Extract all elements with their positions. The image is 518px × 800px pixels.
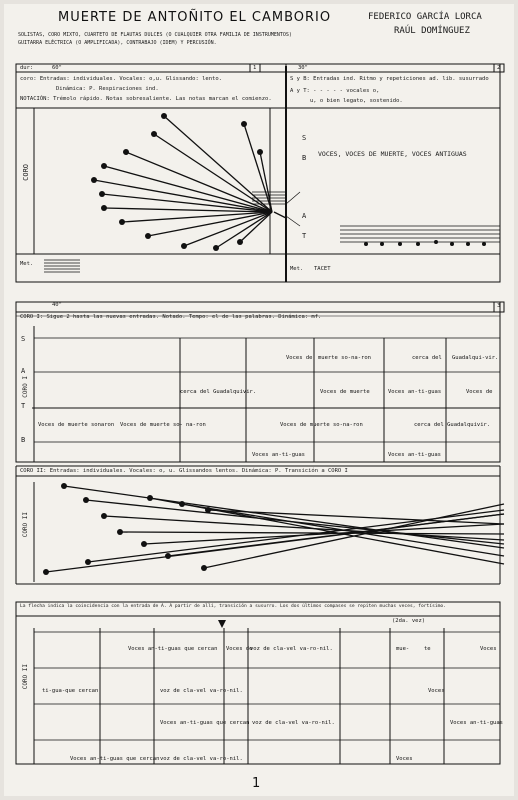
met-left: Met.	[20, 261, 34, 267]
lyric-2-3: cerca del Guadalquivir.	[180, 389, 257, 395]
lyric-2-4: Voces de	[286, 355, 313, 361]
sys4-instruction: La flecha indica la coincidencia con la …	[20, 604, 446, 609]
sys1-left-line3: NOTACIÓN: Trémolo rápido. Notas sobresal…	[20, 96, 272, 102]
dur-left: 60"	[52, 65, 62, 71]
sys3-instruction: CORO II: Entradas: individuales. Vocales…	[20, 468, 348, 474]
poet-name: FEDERICO GARCÍA LORCA	[368, 12, 482, 22]
system1-frame	[15, 63, 505, 283]
system3-frame	[15, 465, 501, 585]
lyric-2-9: Voces an-	[388, 389, 418, 395]
lyric-4-13: voz de cla-vel va-ro-nil.	[160, 756, 243, 762]
lyric-2-13: Voces an-ti-guas	[252, 452, 305, 458]
composer-name: RAÚL DOMÍNGUEZ	[394, 26, 470, 36]
met-staff-left	[44, 259, 80, 273]
note-heads-1	[91, 113, 263, 251]
lyric-4-5: Voces	[480, 646, 497, 652]
right-staff-2	[340, 225, 500, 243]
sys1-right-line1: S y B: Entradas ind. Ritmo y repeticione…	[290, 76, 489, 82]
sys2-voice-b: B	[21, 436, 26, 444]
voice-T: T	[302, 232, 307, 240]
sys2-voice-t: T	[21, 402, 26, 410]
lyric-2-1: Voces de muerte so-	[120, 422, 183, 428]
lyric-2-0: Voces de muerte sonaron	[38, 422, 115, 428]
lyric-4-14: Voces	[396, 756, 413, 762]
lyric-4-12: Voces an-ti-guas que cercan	[70, 756, 160, 762]
sys4-coro: CORO II	[22, 664, 29, 690]
sys3-coro: CORO II	[22, 512, 29, 538]
dur-label: dur:	[20, 65, 34, 71]
lyric-2-2: na-ron	[186, 422, 206, 428]
right-staff-2-notes	[364, 240, 486, 246]
lyric-2-8: Voces de muerte	[320, 389, 370, 395]
sys2-voice-s: S	[21, 335, 26, 343]
system2-staff-lines	[34, 337, 500, 443]
dur-right: 30"	[298, 65, 308, 71]
lyric-4-7: voz de cla-vel va-ro-nil.	[160, 688, 243, 694]
lyric-4-9: Voces an-ti-guas que cercan	[160, 720, 250, 726]
sys2-voice-a: A	[21, 367, 26, 375]
sys1-left-line2: Dinámica: P. Respiraciones ind.	[56, 86, 159, 92]
lyric-4-4: te	[424, 646, 431, 652]
sys2-instruction: CORO I: Sigue 2 hasta las nuevas entrada…	[20, 314, 322, 320]
lyric-4-0: Voces an-ti-guas que cercan	[128, 646, 218, 652]
sys2-box: 3	[497, 303, 501, 309]
note-heads-3	[43, 483, 211, 575]
entry-arrow	[218, 620, 226, 628]
page-number: 1	[252, 776, 261, 791]
voces-text: VOCES, VOCES DE MUERTE, VOCES ANTIGUAS	[318, 150, 467, 158]
lyric-4-2: voz de cla-vel va-ro-nil.	[250, 646, 333, 652]
glissando-lines-1	[93, 115, 287, 249]
voice-B: B	[302, 154, 307, 162]
box-2: 2	[497, 65, 501, 71]
lyric-2-7: Guadalqui-vir.	[452, 355, 499, 361]
sys1-right-line3: u, o bien legato, sostenido.	[310, 98, 403, 104]
lyric-4-8: Voces	[428, 688, 445, 694]
lyric-4-1: Voces de	[226, 646, 253, 652]
lyric-2-6: cerca del	[412, 355, 442, 361]
met-right: Met.	[290, 266, 304, 272]
lyric-4-10: voz de cla-vel va-ro-nil.	[252, 720, 335, 726]
sys1-right-line2: A y T: - - - - - vocales o,	[290, 88, 380, 94]
instrumentation-line1: SOLISTAS, CORO MIXTO, CUARTETO DE FLAUTA…	[18, 32, 292, 38]
system4-staff-lines	[34, 631, 500, 741]
lyric-2-12: cerca del Guadalquivir.	[414, 422, 491, 428]
score-page: MUERTE DE ANTOÑITO EL CAMBORIO FEDERICO …	[4, 4, 514, 796]
coro-label-1: CORO	[22, 164, 30, 181]
system2-frame	[15, 301, 505, 463]
system4-frame	[15, 601, 501, 765]
lyric-2-5: muerte so-na-ron	[318, 355, 371, 361]
lyric-2-11: Voces de muerte so-na-ron	[280, 422, 363, 428]
tacet-label: TACET	[314, 266, 331, 272]
score-title: MUERTE DE ANTOÑITO EL CAMBORIO	[58, 10, 332, 25]
instrumentation-line2: GUITARRA ELÉCTRICA (O AMPLIFICADA), CONT…	[18, 40, 217, 46]
score-drawing	[15, 63, 505, 765]
lyric-4-6: ti-gua-que cercan	[42, 688, 99, 694]
sys4-repeat: (2da. vez)	[392, 618, 426, 624]
lyric-4-11: Voces an-ti-guas	[450, 720, 503, 726]
box-1: 1	[253, 65, 257, 71]
lyric-4-3: mue-	[396, 646, 410, 652]
sys2-coro: CORO I	[22, 376, 29, 398]
mini-staff-1	[252, 191, 301, 227]
lyric-2-14: Voces an-ti-guas	[388, 452, 441, 458]
lyric-2-10: ti-guas	[418, 389, 442, 395]
lyric-2-15: Voces de	[466, 389, 493, 395]
voice-A: A	[302, 212, 307, 220]
sys1-left-line1: coro: Entradas: individuales. Vocales: o…	[20, 76, 222, 82]
sys2-dur: 40"	[52, 302, 62, 308]
glissando-lines-3	[45, 485, 505, 573]
voice-S: S	[302, 134, 307, 142]
